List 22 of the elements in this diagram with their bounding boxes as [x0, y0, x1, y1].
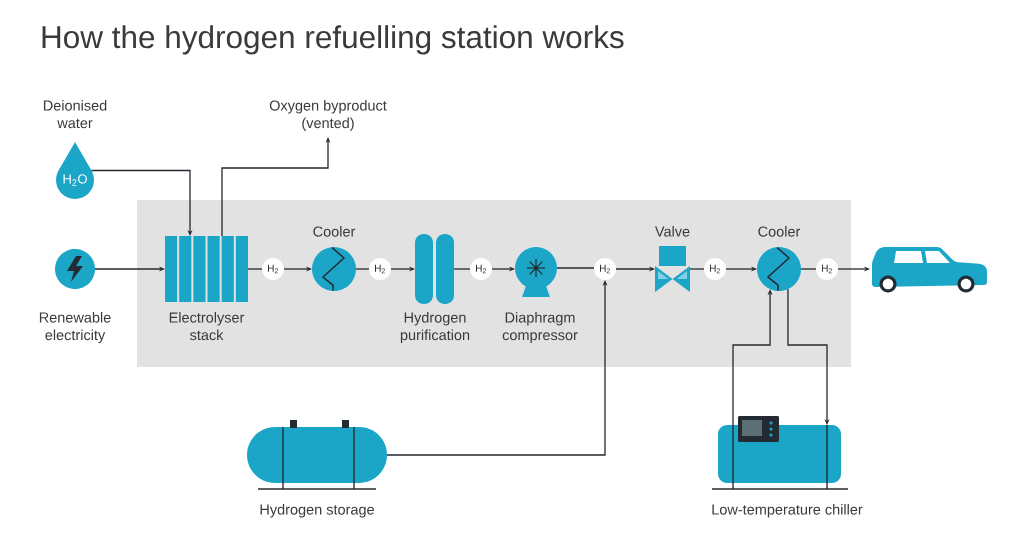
arrow	[90, 169, 193, 236]
label: Diaphragm compressor	[502, 312, 578, 343]
label: Low-temperature chiller	[712, 504, 863, 518]
label: Hydrogen purification	[400, 312, 470, 343]
title: How the hydrogen refuelling station works	[42, 25, 624, 55]
connector-line	[800, 268, 817, 270]
label: Cooler	[758, 226, 801, 237]
water-drop: H$_{2}$O	[56, 142, 94, 199]
label: Deionised water	[43, 100, 107, 129]
arrow	[787, 288, 830, 425]
connector-line	[453, 268, 471, 270]
label: Oxygen byproduct (vented)	[269, 100, 387, 131]
car-icon	[872, 247, 987, 293]
connector-line	[689, 268, 705, 270]
label: Valve	[655, 226, 690, 237]
connector-line	[556, 267, 595, 269]
connector-line	[355, 268, 370, 270]
label: Hydrogen storage	[260, 504, 374, 518]
label: Cooler	[313, 226, 356, 237]
label: Renewable electricity	[39, 312, 111, 343]
label: Electrolyser stack	[169, 312, 245, 341]
connector-line	[247, 268, 263, 270]
